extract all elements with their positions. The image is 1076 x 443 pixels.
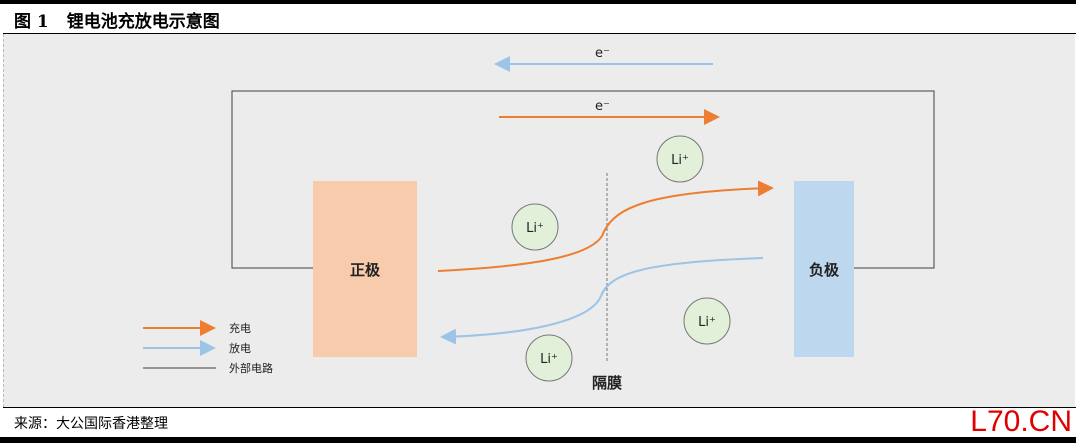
title-divider <box>3 33 1076 34</box>
discharge-ion-path <box>440 257 764 345</box>
charge-ion-path <box>437 180 774 272</box>
anode <box>794 181 854 357</box>
watermark: L70.CN <box>970 405 1072 438</box>
li-ion: Li⁺ <box>511 203 559 251</box>
top-border <box>0 0 1076 4</box>
bottom-border <box>0 437 1076 443</box>
external-circuit <box>231 90 935 269</box>
legend-circuit-label: 外部电路 <box>229 361 273 375</box>
electron-label-bottom: e⁻ <box>595 99 610 114</box>
source-note: 来源：大公国际香港整理 <box>14 416 168 432</box>
cathode-label: 正极 <box>350 261 381 279</box>
footer-divider <box>3 407 1076 408</box>
svg-text:Li⁺: Li⁺ <box>671 153 689 168</box>
li-ion: Li⁺ <box>525 334 573 382</box>
svg-text:Li⁺: Li⁺ <box>526 221 544 236</box>
svg-text:Li⁺: Li⁺ <box>698 315 716 330</box>
legend: 充电 放电 外部电路 <box>143 320 273 375</box>
li-ion: Li⁺ <box>656 135 704 183</box>
svg-text:Li⁺: Li⁺ <box>540 352 558 367</box>
legend-discharge-label: 放电 <box>229 341 251 355</box>
li-ion: Li⁺ <box>683 297 731 345</box>
cathode <box>313 181 417 357</box>
anode-label: 负极 <box>809 261 840 279</box>
legend-charge-label: 充电 <box>229 321 251 335</box>
electron-label-top: e⁻ <box>595 46 610 61</box>
separator-label: 隔膜 <box>592 374 622 392</box>
